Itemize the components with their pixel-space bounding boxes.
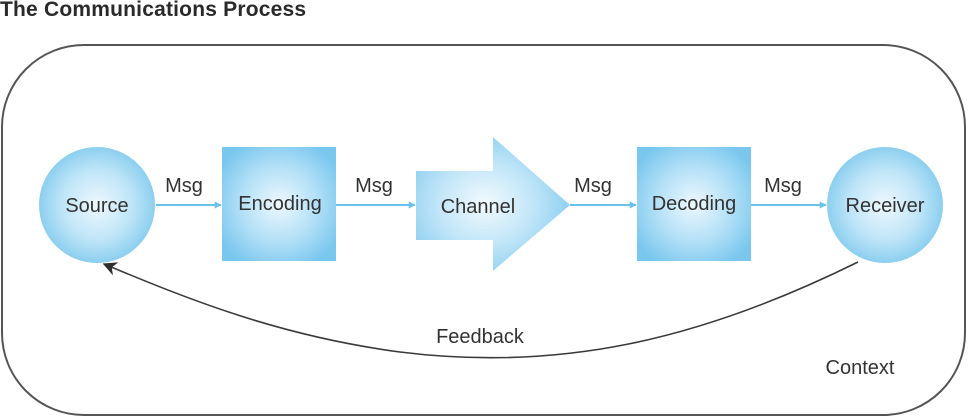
msg-label-4: Msg (764, 175, 802, 197)
encoding-box (222, 147, 336, 261)
context-boundary (1, 44, 966, 416)
feedback-label: Feedback (436, 326, 525, 348)
feedback-arrow (102, 261, 859, 359)
node-receiver: Receiver (827, 147, 943, 263)
encoding-label: Encoding (238, 193, 321, 215)
receiver-label: Receiver (846, 195, 925, 217)
decoding-label: Decoding (652, 193, 737, 215)
msg-label-2: Msg (355, 175, 393, 197)
diagram-title: The Communications Process (0, 0, 307, 21)
node-source: Source (39, 147, 155, 263)
node-channel: Channel (416, 137, 570, 271)
node-encoding: Encoding (222, 147, 336, 261)
decoding-box (637, 147, 751, 261)
source-circle (39, 147, 155, 263)
msg-label-3: Msg (574, 175, 612, 197)
context-label: Context (826, 357, 895, 379)
receiver-circle (827, 147, 943, 263)
source-label: Source (65, 195, 128, 217)
msg-label-1: Msg (165, 175, 203, 197)
channel-block-arrow (416, 137, 570, 271)
node-decoding: Decoding (637, 147, 751, 261)
channel-label: Channel (441, 196, 516, 218)
